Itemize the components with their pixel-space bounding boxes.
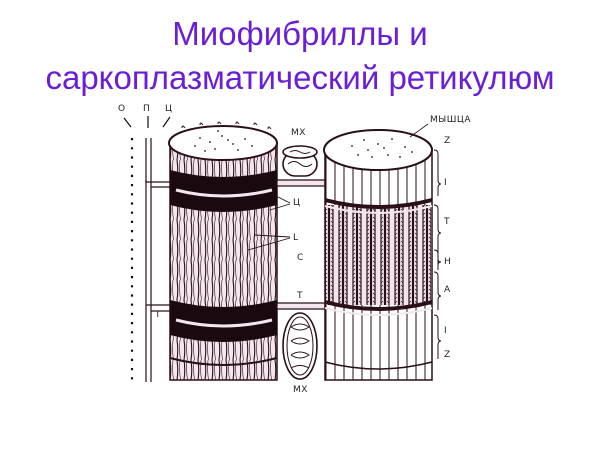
label-cisterns: Ц [293,198,301,208]
title-line-1: Миофибриллы и [172,15,428,52]
label-band-z-bottom: Z [444,350,451,360]
label-mx-bottom: МХ [293,385,308,395]
label-sarcoplasm: С [297,253,304,263]
arrows-top-left [123,116,171,128]
connecting-tubules [276,179,326,310]
mitochondrion-top [282,145,318,177]
label-band-t: T [444,217,450,227]
leader-lines [247,195,291,251]
label-t-center: Т [297,291,303,301]
label-p: П [143,104,151,114]
slide-title: Миофибриллы и саркоплазматический ретику… [0,12,600,100]
label-band-z-top: Z [444,136,451,146]
label-band-a: A [444,285,451,295]
label-band-i-top: I [444,178,448,188]
label-ts: Ц [165,104,173,114]
right-myofibril [323,123,433,381]
band-brackets [433,149,442,359]
label-band-i-bottom: I [444,326,448,336]
label-band-h: H [444,257,452,267]
label-o: О [118,104,126,114]
left-myofibril [168,121,278,381]
mitochondrion-bottom [282,312,318,380]
label-muscle: МЫШЦА [430,115,471,125]
label-longitudinal: L [293,233,299,243]
label-t-left: Т [155,310,161,320]
title-line-2: саркоплазматический ретикулюм [45,59,555,96]
label-mx-top: МХ [291,128,306,138]
left-tubule [145,138,170,382]
